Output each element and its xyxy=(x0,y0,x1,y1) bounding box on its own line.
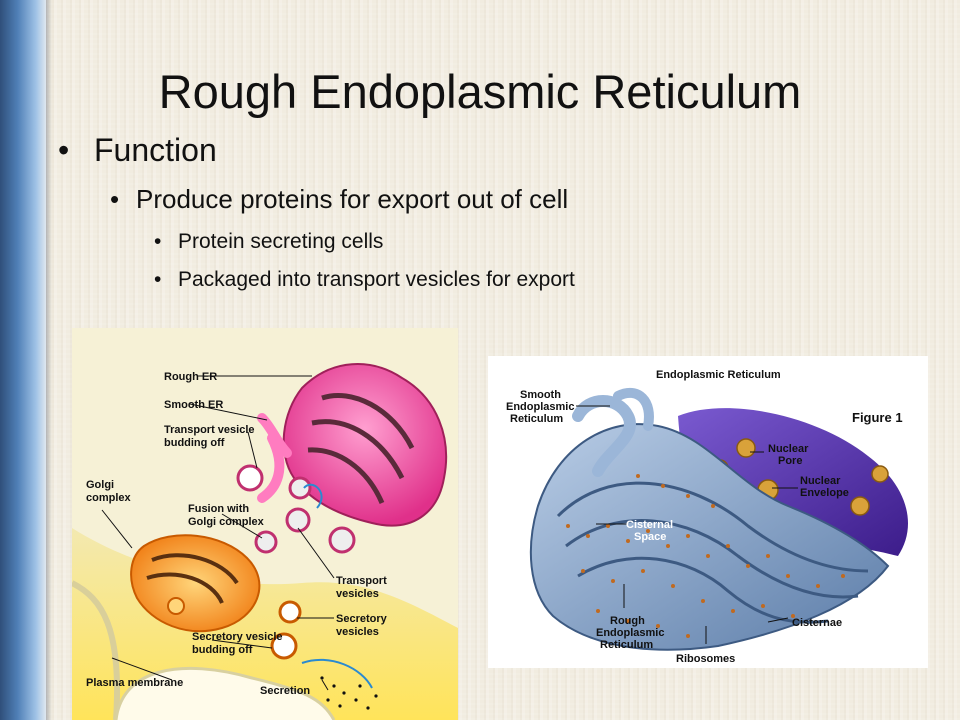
bullet-level3: • Packaged into transport vesicles for ex… xyxy=(154,268,575,292)
label-transport-vesicles: Transport xyxy=(336,575,387,587)
rough-er-secretion-diagram: Rough ER Smooth ER Transport vesicle bud… xyxy=(72,328,458,720)
label-secretory-vesicles: Secretory xyxy=(336,613,388,625)
label-rough-er: Reticulum xyxy=(600,639,653,651)
endoplasmic-reticulum-3d-diagram: Endoplasmic Reticulum Figure 1 Smooth En… xyxy=(488,356,928,668)
label-cisternal-space: Cisternal xyxy=(626,519,673,531)
label-secretory-budding: budding off xyxy=(192,644,253,656)
bullet-text: Function xyxy=(94,132,217,168)
golgi-complex-shape xyxy=(130,534,261,633)
bullet-dot: • xyxy=(58,132,70,168)
label-er-title: Endoplasmic Reticulum xyxy=(656,369,781,381)
label-rough-er: Endoplasmic xyxy=(596,627,664,639)
label-rough-er: Rough xyxy=(610,615,645,627)
label-rough-er: Rough ER xyxy=(164,371,217,383)
label-nuclear-pore: Pore xyxy=(778,455,802,467)
label-cisternal-space: Space xyxy=(634,531,666,543)
bullet-dot: • xyxy=(110,184,120,214)
label-fusion: Golgi complex xyxy=(188,516,265,528)
label-nuclear-envelope: Nuclear xyxy=(800,475,841,487)
label-transport-budding: Transport vesicle xyxy=(164,424,255,436)
bullet-dot: • xyxy=(154,230,162,253)
label-smooth-er: Smooth ER xyxy=(164,399,223,411)
rough-er-shape xyxy=(282,363,448,527)
label-secretion: Secretion xyxy=(260,685,310,697)
label-transport-vesicles: vesicles xyxy=(336,588,379,600)
label-cisternae: Cisternae xyxy=(792,617,842,629)
label-nuclear-pore: Nuclear xyxy=(768,443,809,455)
label-figure: Figure 1 xyxy=(852,410,903,425)
bullet-level1: • Function xyxy=(58,132,217,169)
label-smooth-er: Reticulum xyxy=(510,413,563,425)
label-nuclear-envelope: Envelope xyxy=(800,487,849,499)
label-secretory-vesicles: vesicles xyxy=(336,626,379,638)
label-golgi: Golgi xyxy=(86,479,114,491)
left-decorative-bar xyxy=(0,0,52,720)
label-ribosomes: Ribosomes xyxy=(676,653,735,665)
label-smooth-er: Smooth xyxy=(520,389,561,401)
bullet-dot: • xyxy=(154,268,162,291)
bullet-text: Packaged into transport vesicles for exp… xyxy=(178,268,575,291)
slide-title: Rough Endoplasmic Reticulum xyxy=(158,65,802,118)
label-secretory-budding: Secretory vesicle xyxy=(192,631,283,643)
bullet-level2: • Produce proteins for export out of cell xyxy=(110,184,568,215)
label-transport-budding: budding off xyxy=(164,437,225,449)
label-smooth-er: Endoplasmic xyxy=(506,401,574,413)
bullet-level3: • Protein secreting cells xyxy=(154,230,383,254)
label-plasma-membrane: Plasma membrane xyxy=(86,677,183,689)
label-golgi: complex xyxy=(86,492,132,504)
bullet-text: Protein secreting cells xyxy=(178,230,384,253)
label-fusion: Fusion with xyxy=(188,503,249,515)
bullet-text: Produce proteins for export out of cell xyxy=(136,184,569,214)
